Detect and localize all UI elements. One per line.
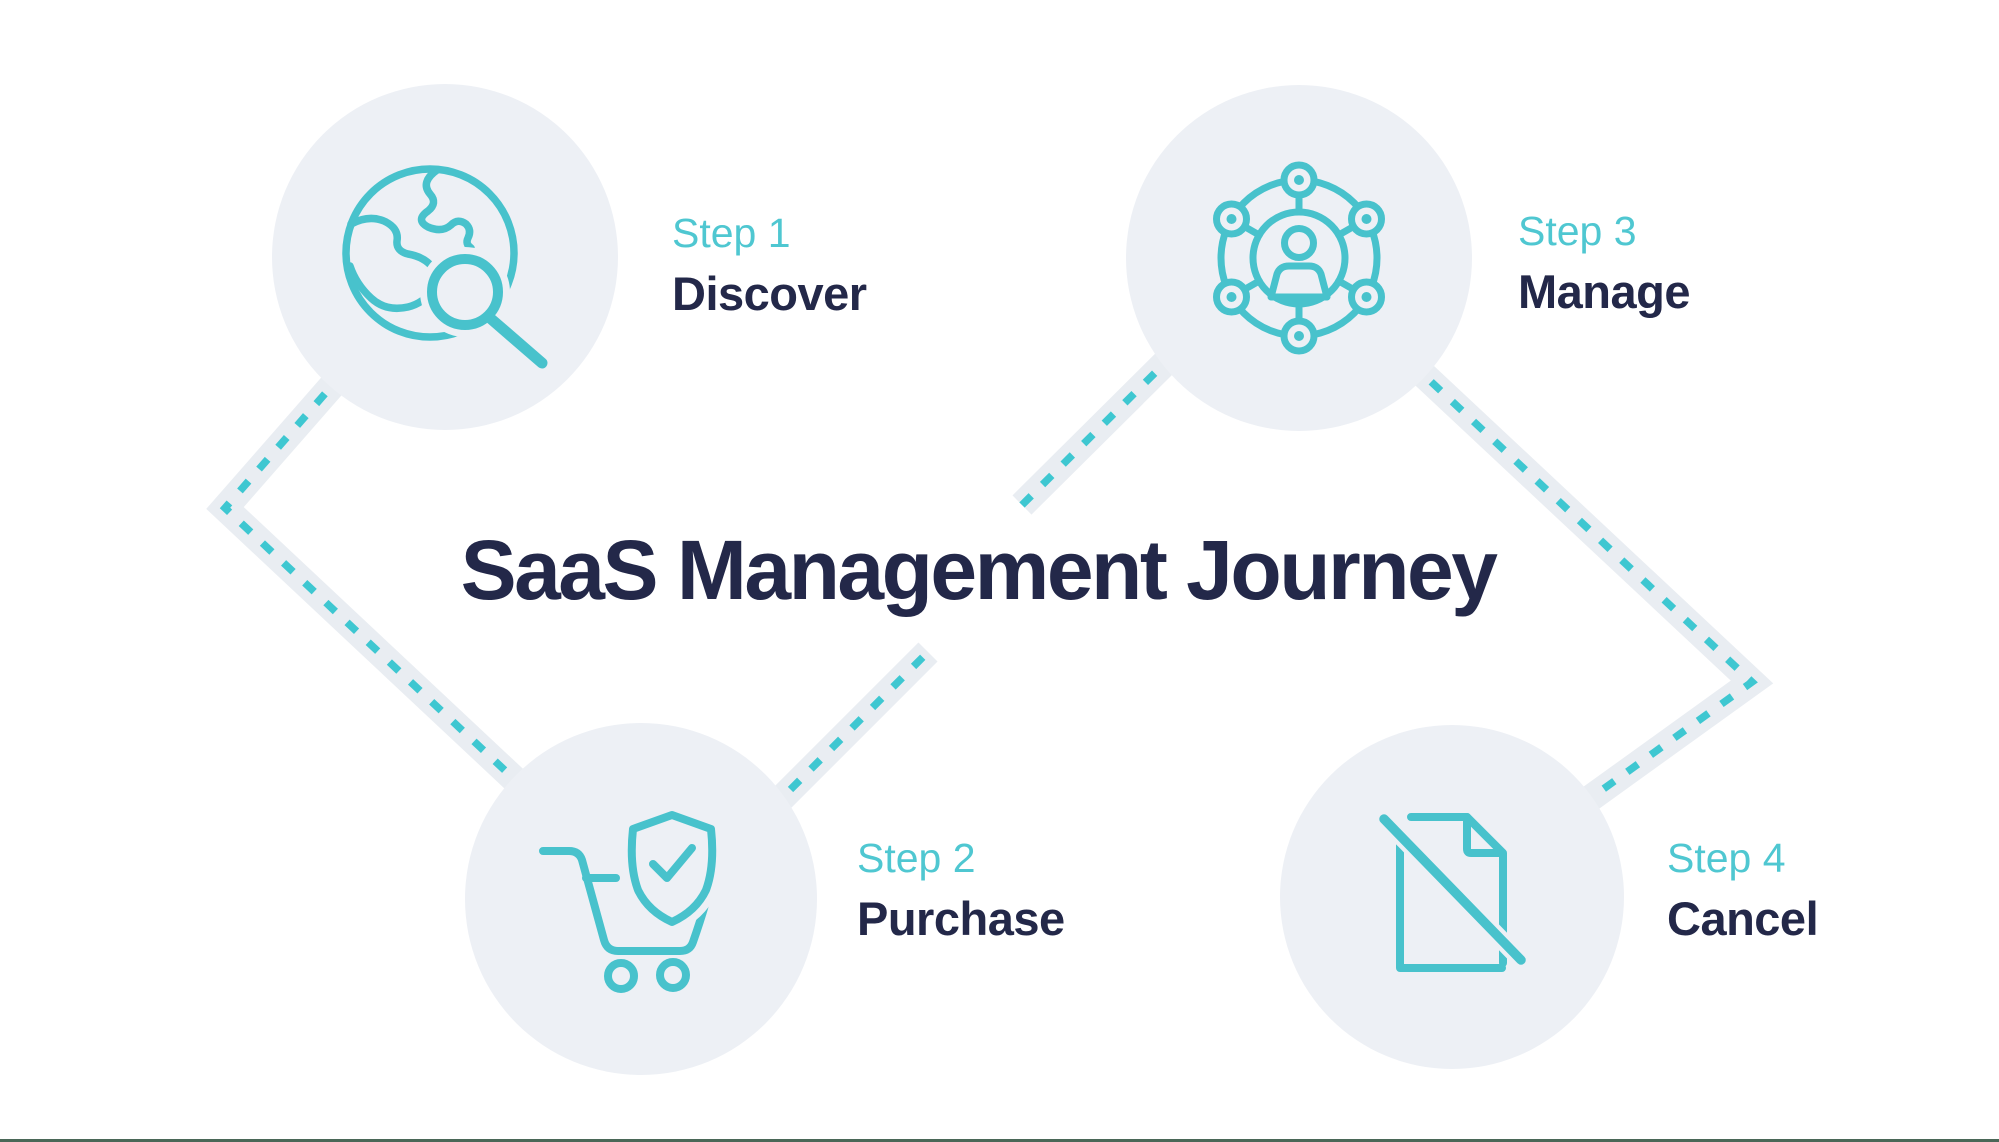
connector-dash-right [1407, 359, 1758, 812]
step-3-label: Step 3 [1518, 208, 1637, 254]
step-1-circle [272, 84, 618, 430]
step-1-label: Step 1 [672, 210, 791, 256]
connector-dash-left [219, 369, 531, 795]
step-3-name: Manage [1518, 265, 1691, 318]
step-2-text: Step 2 Purchase [857, 835, 1065, 945]
step-3-circle [1126, 85, 1472, 431]
step-3-text: Step 3 Manage [1518, 208, 1691, 318]
step-4-circle [1280, 725, 1624, 1069]
document-slash-icon [1375, 810, 1530, 972]
cart-shield-check-icon [539, 804, 724, 993]
step-4-text: Step 4 Cancel [1667, 835, 1819, 945]
step-1-text: Step 1 Discover [672, 210, 867, 320]
page-title: SaaS Management Journey [460, 523, 1498, 617]
step-1-name: Discover [672, 267, 867, 320]
bottom-edge-line [0, 1139, 1999, 1142]
globe-magnifier-icon [342, 165, 557, 378]
step-2-name: Purchase [857, 892, 1065, 945]
step-4-label: Step 4 [1667, 835, 1786, 881]
connector-dash-middle-upper [1019, 348, 1180, 508]
step-4-name: Cancel [1667, 892, 1819, 945]
connector-dash-middle-lower [767, 649, 931, 813]
step-2-label: Step 2 [857, 835, 976, 881]
user-network-icon [1213, 161, 1385, 355]
step-2-circle [465, 723, 817, 1075]
